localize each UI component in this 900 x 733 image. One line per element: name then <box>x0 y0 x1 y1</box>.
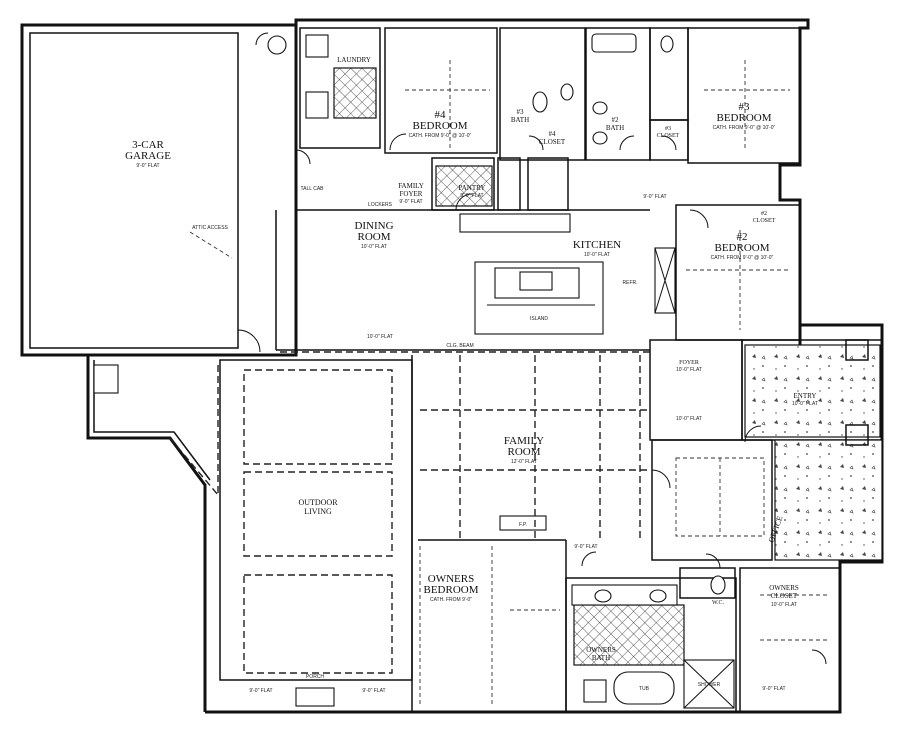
bath3-num: #3 <box>517 108 525 116</box>
wc-label: W.C. <box>712 600 725 606</box>
owners-closet-label-1: OWNERS <box>769 584 799 592</box>
closet4-label: CLOSET <box>539 138 566 146</box>
note-flat-porch-right: 9'-0" FLAT <box>362 688 385 694</box>
owners-bath-label-2: BATH <box>592 654 610 662</box>
outdoor-label-1: OUTDOOR <box>298 498 338 507</box>
bedroom4-num: #4 <box>435 109 447 121</box>
pantry-ceiling: 9'-0" FLAT <box>460 193 483 199</box>
dining-label-2: ROOM <box>357 231 390 243</box>
dining-ceiling: 10'-0" FLAT <box>361 244 387 250</box>
interior-walls <box>219 25 883 713</box>
room-labels: 3-CAR GARAGE 9'-0" FLAT #4 BEDROOM CATH.… <box>125 56 818 662</box>
family-room-ceiling: 12'-0" FLAT <box>511 459 537 465</box>
family-foyer-ceiling: 9'-0" FLAT <box>399 199 422 205</box>
owners-closet-ceiling: 10'-0" FLAT <box>771 602 797 608</box>
family-room-label-2: ROOM <box>507 446 540 458</box>
note-flat-owners: 9'-0" FLAT <box>574 544 597 550</box>
pantry-label: PANTRY <box>459 184 486 192</box>
garage-label-1: 3-CAR <box>132 139 164 151</box>
laundry-label: LAUNDRY <box>337 56 371 64</box>
owners-bath-label-1: OWNERS <box>586 646 616 654</box>
bedroom4-label: BEDROOM <box>412 120 467 132</box>
note-lockers: LOCKERS <box>368 202 393 208</box>
note-fridge: REFR. <box>623 280 638 286</box>
owners-bedroom-label-1: OWNERS <box>428 573 474 585</box>
garage-ceiling: 9'-0" FLAT <box>136 163 159 169</box>
note-tall-cab: TALL CAB <box>300 186 324 192</box>
closet2-label: CLOSET <box>753 218 776 224</box>
bedroom2-ceiling: CATH. FROM 9'-0" @ 10'-0" <box>711 255 774 261</box>
owners-closet-label-2: CLOSET <box>771 592 798 600</box>
island-label: ISLAND <box>530 316 548 322</box>
note-fp: F.P. <box>519 522 527 528</box>
owners-bedroom-ceiling: CATH. FROM 9'-0" <box>430 597 472 603</box>
family-foyer-label-2: FOYER <box>400 190 423 198</box>
note-shower: SHOWER <box>698 682 721 688</box>
annotations: ATTIC ACCESS LOCKERS TALL CAB REFR. CLG.… <box>192 186 785 694</box>
bedroom3-num: #3 <box>739 101 751 113</box>
bath3-label: BATH <box>511 116 529 124</box>
closet3-label: CLOSET <box>657 133 680 139</box>
note-attic: ATTIC ACCESS <box>192 225 228 231</box>
note-flat-dining: 10'-0" FLAT <box>367 334 393 340</box>
closet2-num: #2 <box>761 211 767 217</box>
closet4-num: #4 <box>549 130 557 138</box>
entry-ceiling: 10'-0" FLAT <box>792 401 818 407</box>
note-flat-hall: 9'-0" FLAT <box>643 194 666 200</box>
family-foyer-label-1: FAMILY <box>398 182 424 190</box>
bath2-num: #2 <box>612 116 620 124</box>
foyer-ceiling: 10'-0" FLAT <box>676 367 702 373</box>
foyer-label: FOYER <box>679 360 699 366</box>
garage-label-2: GARAGE <box>125 150 171 162</box>
note-flat-porch-left: 9'-0" FLAT <box>249 688 272 694</box>
entry-label: ENTRY <box>794 392 817 400</box>
kitchen-label: KITCHEN <box>573 239 621 251</box>
kitchen-ceiling: 10'-0" FLAT <box>584 252 610 258</box>
dining-label-1: DINING <box>354 220 393 232</box>
bedroom2-num: #2 <box>737 231 748 243</box>
closet3-num: #3 <box>665 126 671 132</box>
note-porch: PORCH <box>306 674 324 680</box>
bedroom4-ceiling: CATH. FROM 9'-0" @ 10'-0" <box>409 133 472 139</box>
ceiling-beams <box>169 60 830 705</box>
bedroom3-ceiling: CATH. FROM 9'-0" @ 10'-0" <box>713 125 776 131</box>
outdoor-label-2: LIVING <box>304 507 332 516</box>
note-flat-closet: 9'-0" FLAT <box>762 686 785 692</box>
owners-bedroom-label-2: BEDROOM <box>423 584 478 596</box>
note-flat-foyer: 10'-0" FLAT <box>676 416 702 422</box>
bedroom2-label: BEDROOM <box>714 242 769 254</box>
note-tub: TUB <box>639 686 650 692</box>
bath2-label: BATH <box>606 124 624 132</box>
doors <box>237 32 827 665</box>
fixtures <box>93 33 735 709</box>
bedroom3-label: BEDROOM <box>716 112 771 124</box>
family-room-label-1: FAMILY <box>504 435 544 447</box>
note-beam: CLG. BEAM <box>446 343 473 349</box>
tile-floors <box>333 67 883 666</box>
